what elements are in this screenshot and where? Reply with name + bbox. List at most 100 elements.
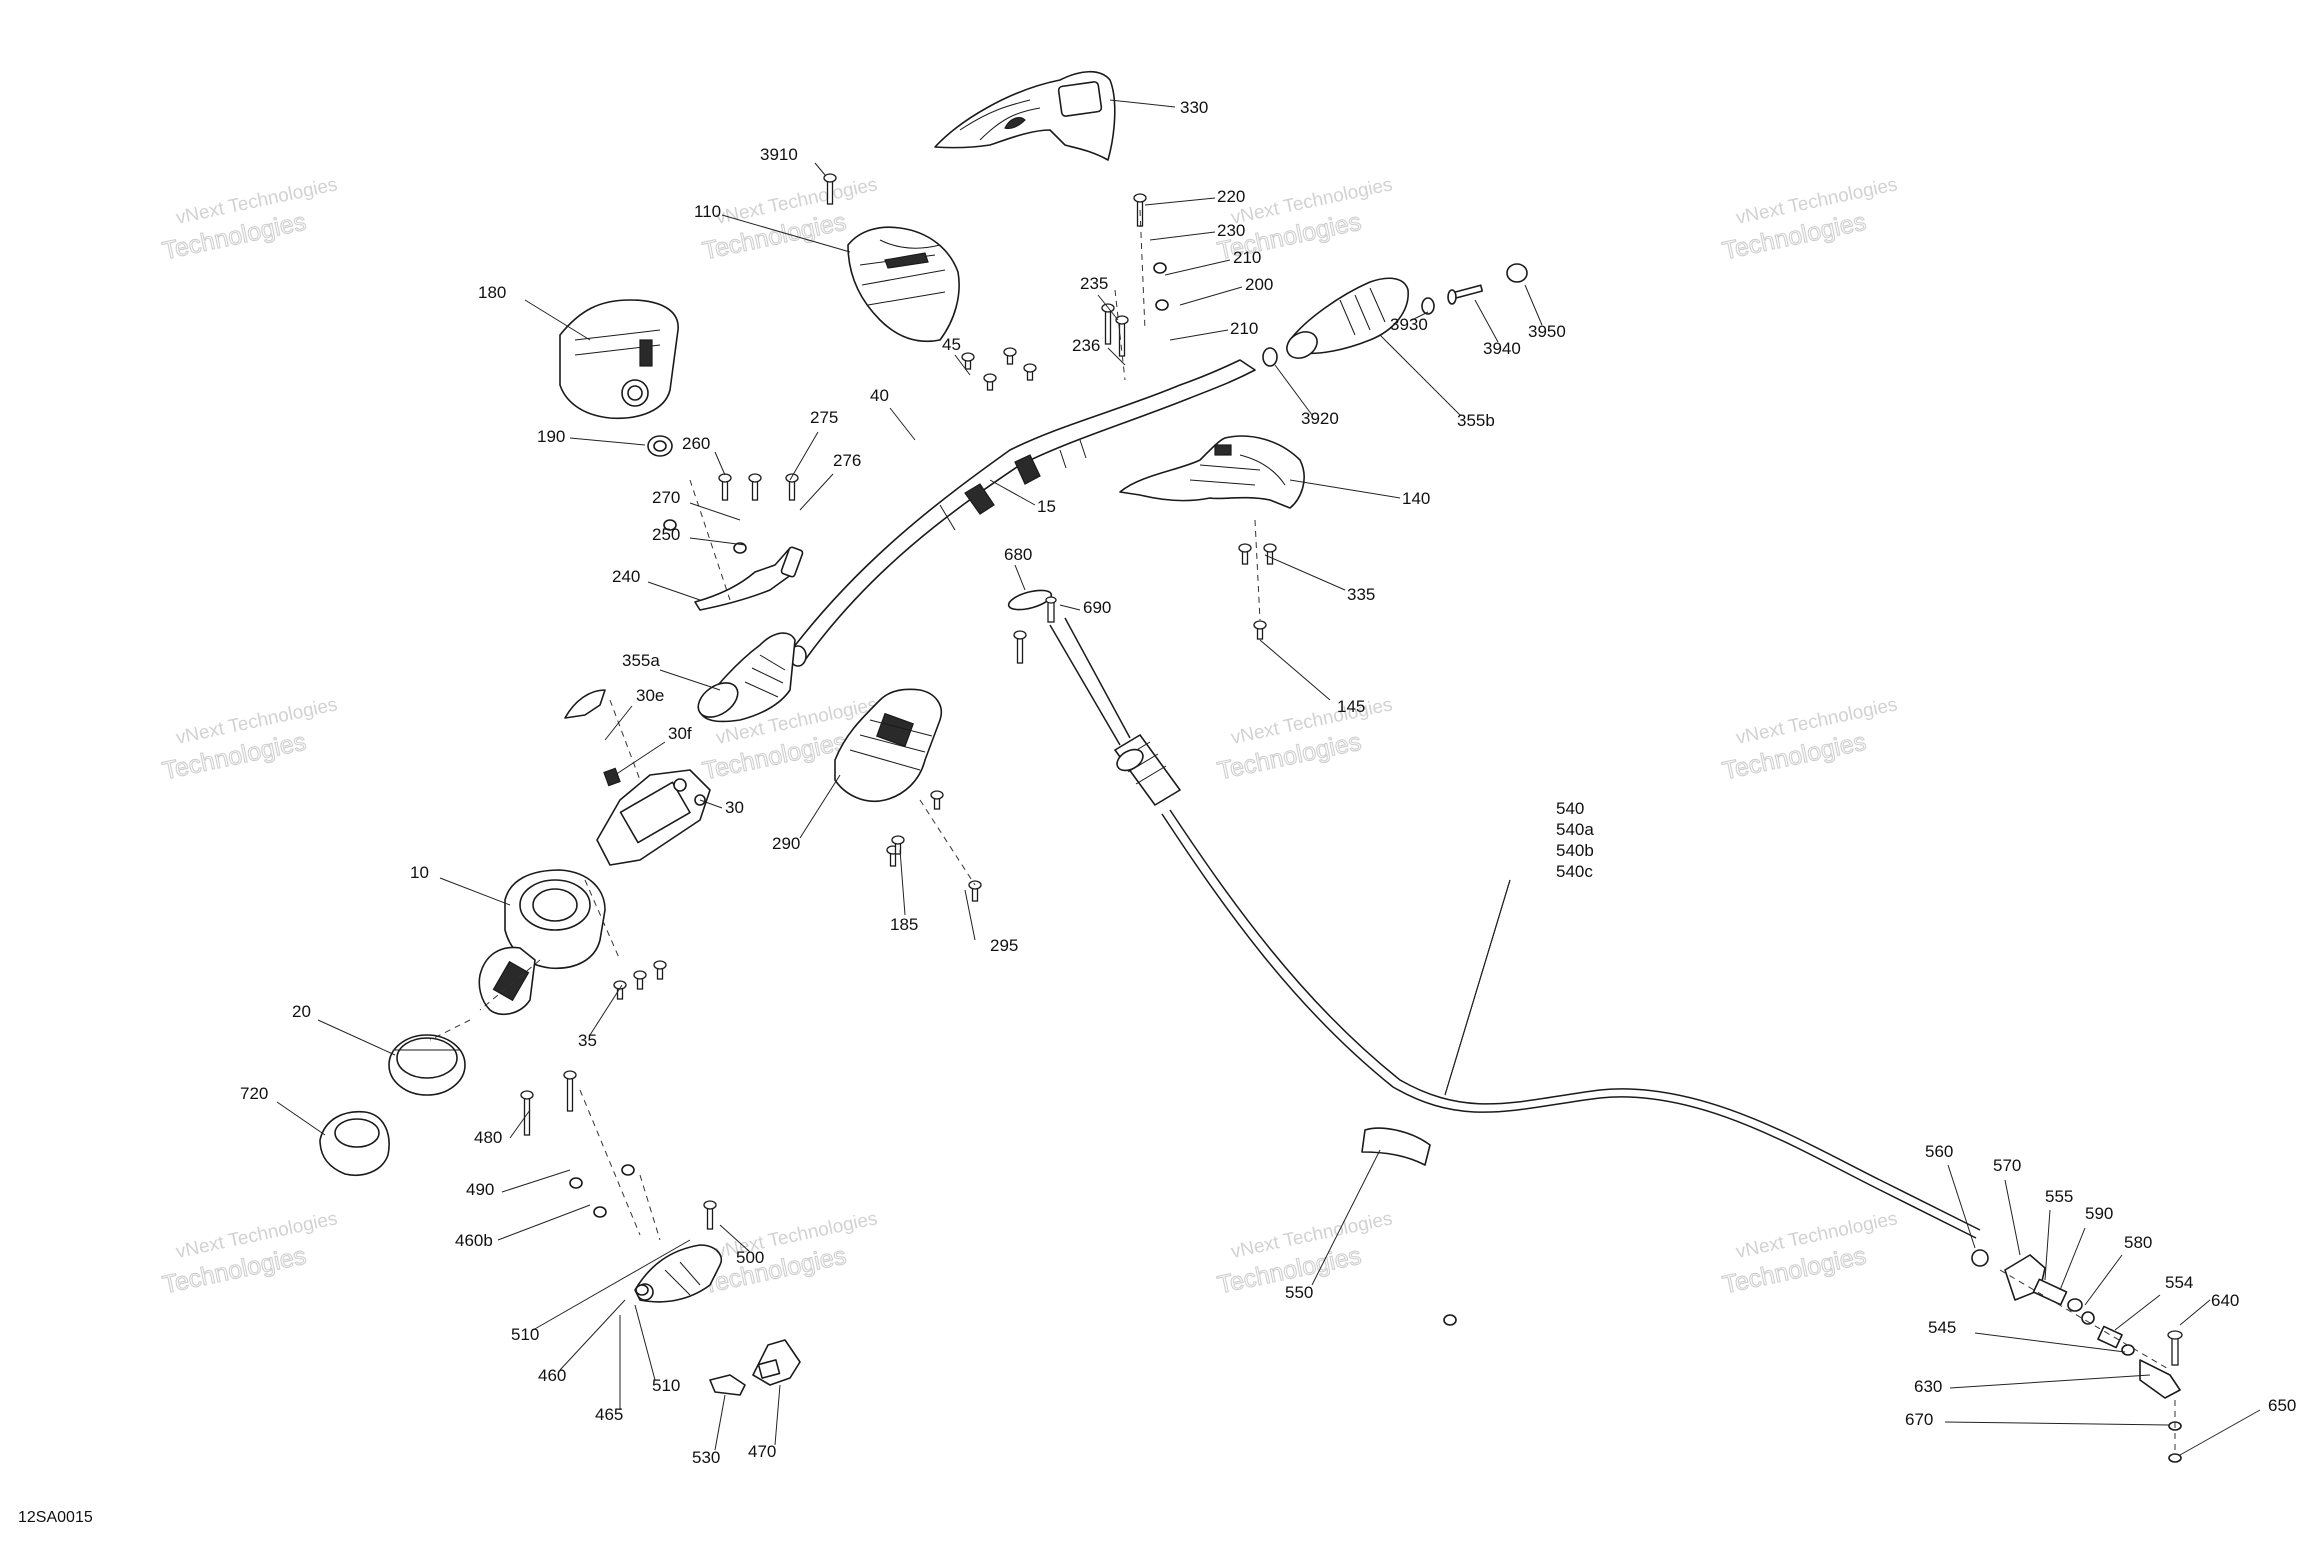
boot-720[interactable] <box>319 1110 390 1176</box>
callout-580[interactable]: 580 <box>2124 1233 2152 1252</box>
plug-3950[interactable] <box>1506 263 1528 283</box>
callout-355b[interactable]: 355b <box>1457 411 1495 430</box>
callout-480[interactable]: 480 <box>474 1128 502 1147</box>
grip-355a[interactable] <box>692 632 796 724</box>
screw-8[interactable] <box>961 352 975 370</box>
callout-276[interactable]: 276 <box>833 451 861 470</box>
callout-690[interactable]: 690 <box>1083 598 1111 617</box>
callout-270[interactable]: 270 <box>652 488 680 507</box>
screw-22[interactable] <box>520 1090 534 1136</box>
screw-16[interactable] <box>891 835 905 855</box>
callout-30[interactable]: 30 <box>725 798 744 817</box>
callout-560[interactable]: 560 <box>1925 1142 1953 1161</box>
cable-end-assembly[interactable] <box>1971 1249 2183 1463</box>
screw-21[interactable] <box>653 960 667 980</box>
screw-11[interactable] <box>1023 363 1037 381</box>
callout-200[interactable]: 200 <box>1245 275 1273 294</box>
callout-15[interactable]: 15 <box>1037 497 1056 516</box>
washer-3920[interactable] <box>1262 347 1278 367</box>
callout-570[interactable]: 570 <box>1993 1156 2021 1175</box>
callout-510b[interactable]: 510 <box>652 1376 680 1395</box>
bolt-690[interactable] <box>1045 596 1057 623</box>
nut-4[interactable] <box>733 542 747 554</box>
nut-9[interactable] <box>1443 1314 1457 1326</box>
switch-cover-180[interactable] <box>559 299 679 420</box>
callout-490[interactable]: 490 <box>466 1180 494 1199</box>
screw-13[interactable] <box>1263 543 1277 565</box>
callout-3920[interactable]: 3920 <box>1301 409 1339 428</box>
callout-555[interactable]: 555 <box>2045 1187 2073 1206</box>
callout-335[interactable]: 335 <box>1347 585 1375 604</box>
callout-540a[interactable]: 540a <box>1556 820 1594 839</box>
gasket-680[interactable] <box>1007 587 1054 614</box>
screw-14[interactable] <box>1253 620 1267 640</box>
grip-355b[interactable] <box>1282 277 1409 363</box>
callout-3910[interactable]: 3910 <box>760 145 798 164</box>
part-30e[interactable] <box>564 689 606 719</box>
ring-20[interactable] <box>388 1034 466 1096</box>
link-530[interactable] <box>709 1374 746 1396</box>
callout-640[interactable]: 640 <box>2211 1291 2239 1310</box>
callout-30f[interactable]: 30f <box>668 724 692 743</box>
callout-680[interactable]: 680 <box>1004 545 1032 564</box>
screw-23[interactable] <box>563 1070 577 1112</box>
callout-330[interactable]: 330 <box>1180 98 1208 117</box>
callout-670[interactable]: 670 <box>1905 1410 1933 1429</box>
callout-180[interactable]: 180 <box>478 283 506 302</box>
callout-470[interactable]: 470 <box>748 1442 776 1461</box>
screw-6[interactable] <box>748 473 762 501</box>
callout-40[interactable]: 40 <box>870 386 889 405</box>
callout-290[interactable]: 290 <box>772 834 800 853</box>
callout-3930[interactable]: 3930 <box>1390 315 1428 334</box>
nut-7[interactable] <box>621 1164 635 1176</box>
callout-210b[interactable]: 210 <box>1230 319 1258 338</box>
screw-20[interactable] <box>633 970 647 990</box>
housing-290[interactable] <box>834 688 942 802</box>
callout-590[interactable]: 590 <box>2085 1204 2113 1223</box>
callout-140[interactable]: 140 <box>1402 489 1430 508</box>
callout-650[interactable]: 650 <box>2268 1396 2296 1415</box>
housing-30[interactable] <box>596 769 711 866</box>
cable-540[interactable] <box>1049 617 1981 1239</box>
callout-500[interactable]: 500 <box>736 1248 764 1267</box>
callout-45[interactable]: 45 <box>942 335 961 354</box>
nut-8[interactable] <box>635 1284 649 1296</box>
screw-25[interactable] <box>1013 630 1027 664</box>
callout-260[interactable]: 260 <box>682 434 710 453</box>
cover-330[interactable] <box>934 70 1116 161</box>
callout-720[interactable]: 720 <box>240 1084 268 1103</box>
nut-6[interactable] <box>593 1206 607 1218</box>
bracket-470[interactable] <box>752 1339 801 1386</box>
handlebar-15[interactable] <box>789 359 1256 667</box>
callout-30e[interactable]: 30e <box>636 686 664 705</box>
callout-110[interactable]: 110 <box>694 202 721 221</box>
sleeve-550[interactable] <box>1361 1127 1431 1166</box>
callout-3950[interactable]: 3950 <box>1528 322 1566 341</box>
screw-3[interactable] <box>1101 303 1115 345</box>
callout-540[interactable]: 540 <box>1556 799 1584 818</box>
screw-18[interactable] <box>968 880 982 902</box>
nut-2[interactable] <box>1155 299 1169 311</box>
callout-210a[interactable]: 210 <box>1233 248 1261 267</box>
callout-540c[interactable]: 540c <box>1556 862 1593 881</box>
screw-1[interactable] <box>823 173 837 205</box>
callout-235[interactable]: 235 <box>1080 274 1108 293</box>
screw-19[interactable] <box>613 980 627 1000</box>
nut-3[interactable] <box>663 519 677 531</box>
bolt-3940[interactable] <box>1447 284 1484 305</box>
callout-630[interactable]: 630 <box>1914 1377 1942 1396</box>
callout-550[interactable]: 550 <box>1285 1283 1313 1302</box>
nut-1[interactable] <box>1153 262 1167 274</box>
callout-295[interactable]: 295 <box>990 936 1018 955</box>
callout-145[interactable]: 145 <box>1337 697 1365 716</box>
lever-housing-140[interactable] <box>1119 435 1305 509</box>
nut-5[interactable] <box>569 1177 583 1189</box>
bracket-460[interactable] <box>634 1244 722 1303</box>
callout-230[interactable]: 230 <box>1217 221 1245 240</box>
callout-275[interactable]: 275 <box>810 408 838 427</box>
callout-545[interactable]: 545 <box>1928 1318 1956 1337</box>
screw-24[interactable] <box>703 1200 717 1230</box>
housing-110[interactable] <box>847 226 960 343</box>
washer-3930[interactable] <box>1421 297 1435 315</box>
screw-12[interactable] <box>1238 543 1252 565</box>
